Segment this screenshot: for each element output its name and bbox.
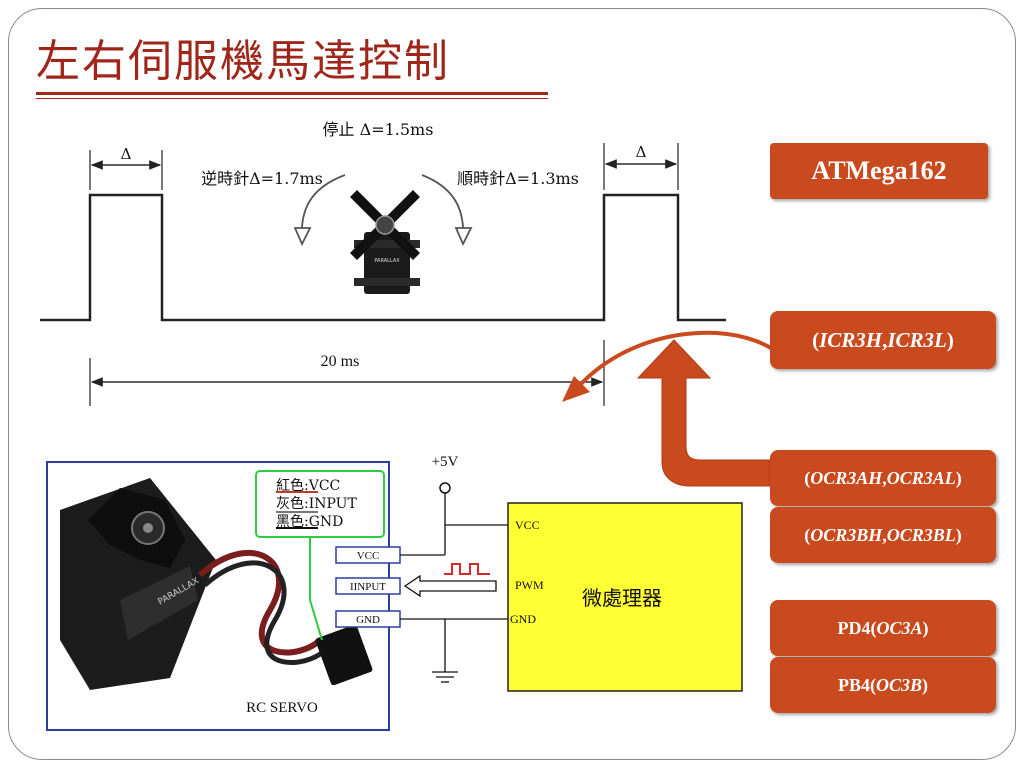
- ocr3b-separator: ,: [882, 524, 887, 545]
- ocr3b-close-paren: ): [955, 524, 962, 545]
- icr-separator: ,: [882, 327, 888, 352]
- legend-red: 紅色:VCC: [276, 477, 340, 494]
- chip-name: ATMega162: [811, 156, 947, 185]
- delta-marker-left: [89, 150, 163, 190]
- ocr3a-close-paren: ): [955, 467, 962, 488]
- mcu-pwm-label: PWM: [515, 578, 544, 592]
- supply-terminal: [439, 482, 451, 494]
- ocr-l-arrow: [636, 339, 771, 487]
- supply-label: +5V: [432, 454, 459, 470]
- wire-color-legend: [255, 470, 385, 538]
- ocr3b-low: OCR3BL: [886, 524, 956, 545]
- servo-pin-input: [335, 577, 401, 595]
- servo-pin-input-label: IINPUT: [350, 581, 386, 593]
- ocr3a-low: OCR3AL: [886, 467, 956, 488]
- servo-top-image: PARALLAX: [350, 190, 420, 294]
- pb4-pin-box: PB4(OC3B): [770, 657, 996, 713]
- legend-black: 黑色:GND: [276, 513, 343, 530]
- delta-left-label: Δ: [121, 145, 132, 163]
- ocr3a-separator: ,: [882, 467, 887, 488]
- wiring-lines: [400, 493, 508, 683]
- ocr3a-high: OCR3AH: [810, 467, 883, 488]
- pb4-prefix: PB4(: [837, 674, 876, 695]
- legend-gray: 灰色:INPUT: [276, 495, 357, 512]
- period-label: 20 ms: [321, 353, 360, 370]
- icr-high: ICR3H: [819, 327, 883, 352]
- title-underline: [36, 92, 548, 95]
- pd4-close-paren: ): [922, 617, 929, 638]
- icr-curved-arrow: [562, 330, 786, 402]
- pd4-pin-name: OC3A: [876, 617, 923, 638]
- servo-top-brand: PARALLAX: [374, 258, 400, 264]
- period-dimension: [89, 340, 605, 406]
- slide-title: 左右伺服機馬達控制: [36, 36, 450, 87]
- pb4-pin-name: OC3B: [875, 674, 922, 695]
- mcu-gnd-label: GND: [510, 612, 536, 626]
- ocr3b-register-box: (OCR3BH, OCR3BL): [770, 507, 996, 563]
- pb4-close-paren: ): [922, 674, 928, 695]
- ocr3b-high: OCR3BH: [810, 524, 883, 545]
- delta-right-label: Δ: [636, 143, 647, 161]
- pwm-signal-arrow: [403, 563, 497, 598]
- mcu-name: 微處理器: [582, 586, 662, 610]
- servo-pin-vcc-label: VCC: [357, 550, 380, 562]
- title-underline-thin: [36, 98, 548, 99]
- cw-rotation-arrow: [421, 174, 473, 247]
- icr-close-paren: ): [946, 327, 954, 352]
- ccw-label: 逆時針Δ=1.7ms: [201, 169, 323, 188]
- icr-register-box: (ICR3H, ICR3L): [770, 311, 996, 369]
- ocr3b-open-paren: (: [804, 524, 811, 545]
- servo-caption: RC SERVO: [246, 700, 318, 716]
- mcu-block: [507, 502, 743, 692]
- icr-open-paren: (: [812, 327, 820, 352]
- servo-pin-gnd-label: GND: [356, 614, 380, 626]
- servo-photo: PARALLAX: [60, 478, 373, 690]
- ccw-rotation-arrow: [293, 174, 346, 247]
- cw-label: 順時針Δ=1.3ms: [457, 169, 579, 188]
- icr-low: ICR3L: [887, 327, 947, 352]
- ocr3a-open-paren: (: [804, 467, 811, 488]
- legend-pointer: [309, 537, 323, 641]
- pd4-prefix: PD4(: [837, 617, 877, 638]
- mcu-vcc-label: VCC: [515, 518, 540, 532]
- delta-marker-right: [603, 143, 679, 190]
- ocr3a-register-box: (OCR3AH, OCR3AL): [770, 450, 996, 506]
- pulse-waveform: [40, 193, 726, 322]
- chip-name-box: ATMega162: [770, 143, 988, 199]
- pd4-pin-box: PD4(OC3A): [770, 600, 996, 656]
- stop-label: 停止 Δ=1.5ms: [323, 120, 434, 139]
